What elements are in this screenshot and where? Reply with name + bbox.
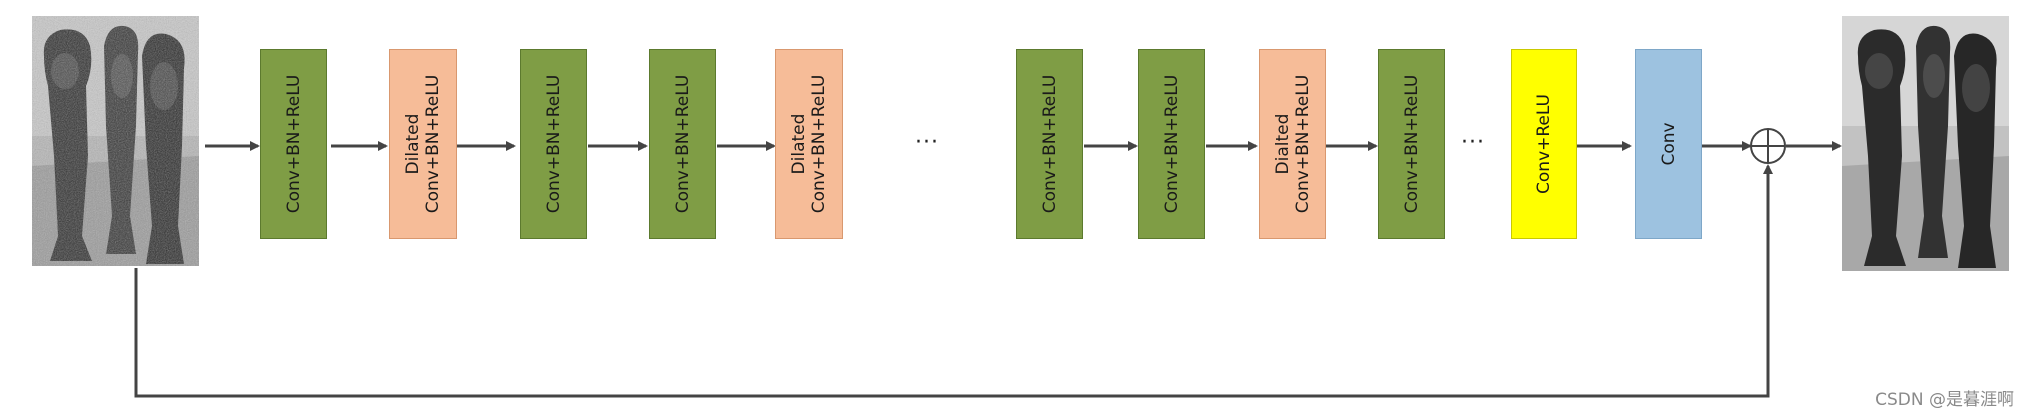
block-4: Conv+BN+ReLU <box>649 49 716 239</box>
ellipsis: ··· <box>915 130 939 155</box>
skip-connection <box>134 164 1773 398</box>
block-label: Conv+BN+ReLU <box>1292 74 1313 214</box>
block-label: Dialted <box>1272 113 1293 175</box>
block-label: Conv <box>1658 122 1679 166</box>
output-clean-image <box>1842 16 2009 271</box>
denoised-statue-image <box>1842 16 2009 271</box>
block-11: Conv <box>1635 49 1702 239</box>
input-noisy-image <box>32 16 199 266</box>
sum-node <box>1750 128 1786 164</box>
block-6: Conv+BN+ReLU <box>1016 49 1083 239</box>
block-10: Conv+ReLU <box>1511 49 1577 239</box>
block-label: Conv+ReLU <box>1534 94 1554 194</box>
block-label: Conv+BN+ReLU <box>283 74 304 214</box>
block-1: Conv+BN+ReLU <box>260 49 327 239</box>
block-label: Conv+BN+ReLU <box>1039 74 1060 214</box>
block-7: Conv+BN+ReLU <box>1138 49 1205 239</box>
block-label: Dilated <box>789 113 809 175</box>
block-3: Conv+BN+ReLU <box>520 49 587 239</box>
block-label: Conv+BN+ReLU <box>1401 74 1422 214</box>
block-9: Conv+BN+ReLU <box>1378 49 1445 239</box>
block-label: Dilated <box>403 113 423 175</box>
watermark: CSDN @是暮涯啊 <box>1875 390 2014 410</box>
block-label: Conv+BN+ReLU <box>809 74 829 214</box>
block-label: Conv+BN+ReLU <box>423 74 443 214</box>
noisy-statue-image <box>32 16 199 266</box>
ellipsis: ··· <box>1461 130 1485 155</box>
block-label: Conv+BN+ReLU <box>543 74 564 214</box>
block-label: Conv+BN+ReLU <box>672 74 693 214</box>
block-label: Conv+BN+ReLU <box>1161 74 1182 214</box>
